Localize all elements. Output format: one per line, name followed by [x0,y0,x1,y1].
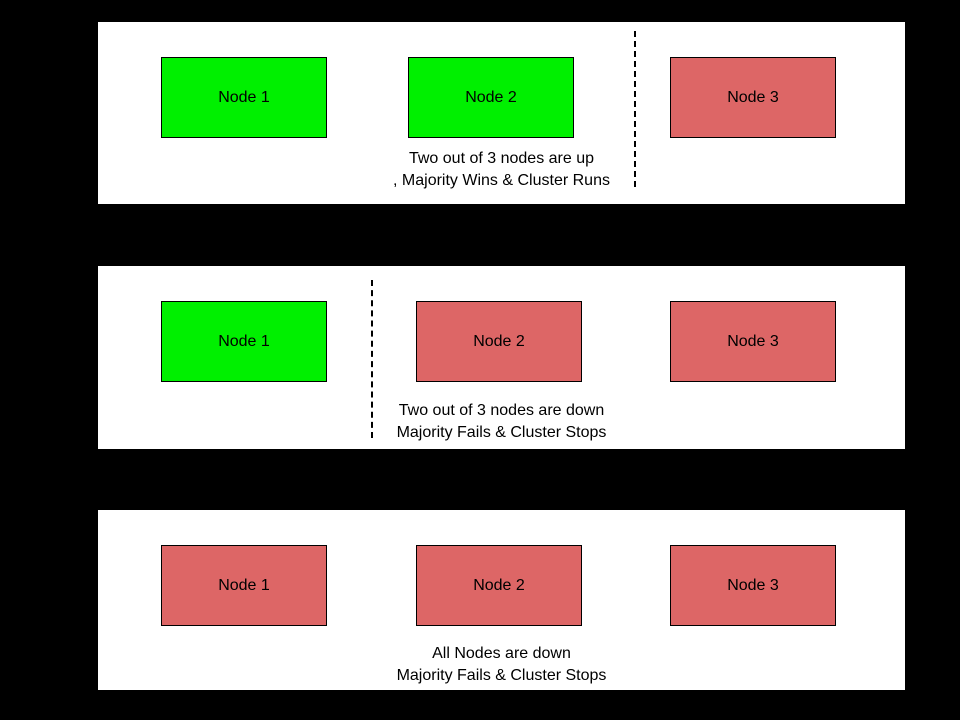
node-box-3: Node 3 [670,301,836,382]
node-label: Node 3 [727,332,779,350]
panel-two-nodes-up: Node 1 Node 2 Node 3 Two out of 3 nodes … [97,21,906,205]
node-label: Node 1 [218,88,270,106]
node-label: Node 2 [473,576,525,594]
node-label: Node 3 [727,88,779,106]
node-label: Node 2 [473,332,525,350]
caption-line-1: Two out of 3 nodes are up [408,150,594,167]
partition-dashed-line [634,31,636,187]
partition-dashed-line [371,280,373,438]
node-label: Node 1 [218,576,270,594]
caption-line-2: , Majority Wins & Cluster Runs [393,172,610,189]
node-box-2: Node 2 [416,545,582,626]
panel-caption: Two out of 3 nodes are down Majority Fai… [98,400,905,444]
node-label: Node 1 [218,332,270,350]
caption-line-2: Majority Fails & Cluster Stops [396,424,607,441]
node-box-3: Node 3 [670,57,836,138]
panel-caption: All Nodes are down Majority Fails & Clus… [98,643,905,687]
node-label: Node 2 [465,88,517,106]
node-box-1: Node 1 [161,301,327,382]
caption-line-1: Two out of 3 nodes are down [398,402,605,419]
node-box-2: Node 2 [408,57,574,138]
caption-line-1: All Nodes are down [432,645,571,662]
node-box-1: Node 1 [161,57,327,138]
node-label: Node 3 [727,576,779,594]
panel-caption: Two out of 3 nodes are up , Majority Win… [98,148,905,192]
panel-all-nodes-down: Node 1 Node 2 Node 3 All Nodes are down … [97,509,906,691]
panel-two-nodes-down: Node 1 Node 2 Node 3 Two out of 3 nodes … [97,265,906,450]
caption-line-2: Majority Fails & Cluster Stops [396,667,607,684]
node-box-2: Node 2 [416,301,582,382]
node-box-3: Node 3 [670,545,836,626]
node-box-1: Node 1 [161,545,327,626]
